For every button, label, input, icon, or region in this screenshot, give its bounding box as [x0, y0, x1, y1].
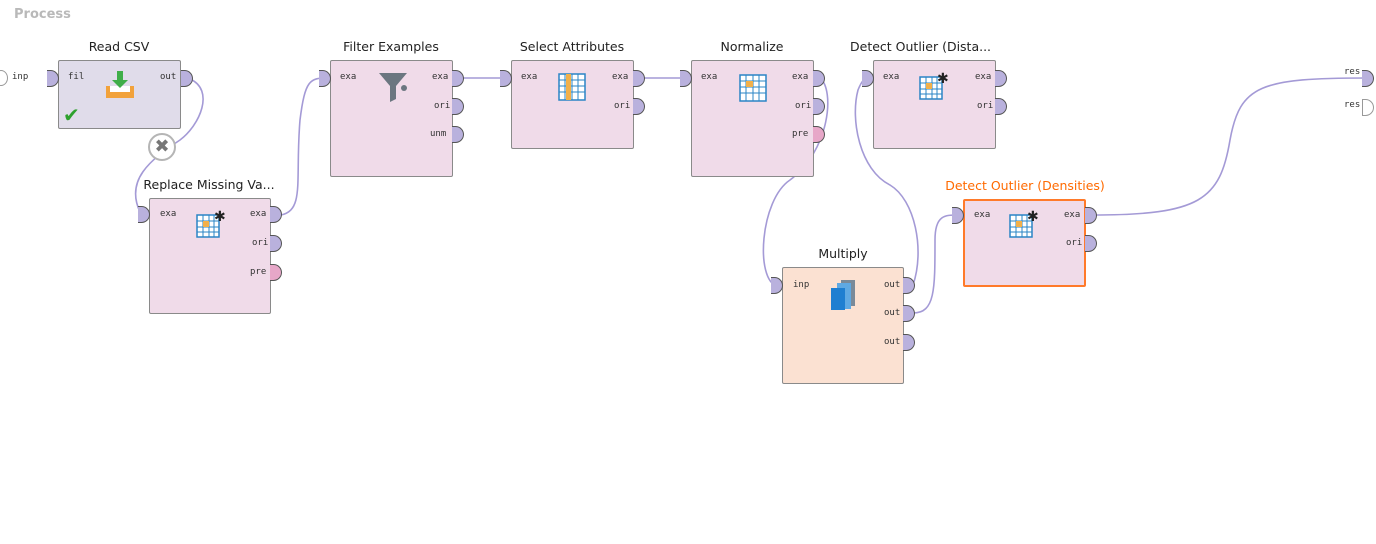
multiply-out-port-2[interactable] [903, 305, 915, 322]
operator-title-normalize: Normalize [720, 39, 784, 54]
multiply-in-port-inp[interactable] [771, 277, 783, 294]
select-attributes-out-label-ori: ori [614, 101, 631, 111]
replace-missing-out-port-ori[interactable] [270, 235, 282, 252]
normalize-out-label-ori: ori [795, 101, 812, 111]
select-attributes-out-label-exa: exa [612, 72, 629, 82]
operator-replace-missing[interactable]: ✱ [149, 198, 271, 314]
wire-normalize-multiply [762, 77, 829, 287]
operator-title-replace-missing: Replace Missing Va... [143, 177, 275, 192]
detect-outlier-densities-out-port-ori[interactable] [1085, 235, 1097, 252]
operator-title-filter-examples: Filter Examples [343, 39, 439, 54]
replace-missing-in-label-exa: exa [160, 209, 177, 219]
normalize-out-label-pre: pre [792, 129, 809, 139]
download-tray-icon [106, 71, 134, 98]
filter-examples-in-port-exa[interactable] [319, 70, 331, 87]
normalize-out-port-exa[interactable] [813, 70, 825, 87]
multiply-out-label-1: out [884, 280, 901, 290]
select-attributes-in-port-exa[interactable] [500, 70, 512, 87]
multiply-out-port-1[interactable] [903, 277, 915, 294]
process-input-label: inp [12, 72, 29, 82]
result-label-2: res [1344, 100, 1361, 110]
detect-outlier-densities-out-label-ori: ori [1066, 238, 1083, 248]
read-csv-in-port-fil[interactable] [47, 70, 59, 87]
operator-title-select-attributes: Select Attributes [519, 39, 625, 54]
operator-multiply[interactable] [782, 267, 904, 384]
detect-outlier-distances-in-port-exa[interactable] [862, 70, 874, 87]
checkmark-icon: ✔ [63, 103, 80, 127]
table-asterisk-icon: ✱ [196, 209, 226, 238]
detect-outlier-densities-in-label-exa: exa [974, 210, 991, 220]
detect-outlier-densities-out-label-exa: exa [1064, 210, 1081, 220]
wire-multiply-outlier-dens [912, 214, 959, 314]
normalize-in-port-exa[interactable] [680, 70, 692, 87]
operator-title-detect-outlier-distances: Detect Outlier (Dista... [850, 39, 992, 54]
replace-missing-out-port-exa[interactable] [270, 206, 282, 223]
filter-examples-out-label-exa: exa [432, 72, 449, 82]
operator-detect-outlier-distances[interactable]: ✱ [873, 60, 996, 149]
read-csv-out-port-out[interactable] [181, 70, 193, 87]
replace-missing-in-port-exa[interactable] [138, 206, 150, 223]
operator-normalize[interactable] [691, 60, 814, 177]
select-attributes-in-label-exa: exa [521, 72, 538, 82]
filter-examples-out-port-ori[interactable] [452, 98, 464, 115]
table-asterisk-icon: ✱ [1009, 209, 1039, 238]
svg-text:✱: ✱ [1027, 209, 1039, 225]
multiply-in-label-inp: inp [793, 280, 810, 290]
error-x-icon[interactable]: ✖ [148, 133, 176, 161]
multiply-out-label-3: out [884, 337, 901, 347]
table-column-icon [558, 73, 586, 101]
svg-text:✱: ✱ [937, 71, 949, 87]
replace-missing-out-label-ori: ori [252, 238, 269, 248]
operator-detect-outlier-densities[interactable]: ✱ [963, 199, 1086, 287]
read-csv-port-label-fil: fil [68, 72, 85, 82]
filter-examples-out-port-exa[interactable] [452, 70, 464, 87]
detect-outlier-distances-out-label-exa: exa [975, 72, 992, 82]
panel-title: Process [14, 7, 71, 22]
result-port-2[interactable] [1362, 99, 1374, 116]
detect-outlier-distances-out-port-exa[interactable] [995, 70, 1007, 87]
result-label-1: res [1344, 67, 1361, 77]
funnel-icon [379, 73, 407, 102]
detect-outlier-densities-in-port-exa[interactable] [952, 207, 964, 224]
replace-missing-out-label-pre: pre [250, 267, 267, 277]
operator-read-csv[interactable]: ✔ [58, 60, 181, 129]
multiply-out-label-2: out [884, 308, 901, 318]
multiply-out-port-3[interactable] [903, 334, 915, 351]
normalize-in-label-exa: exa [701, 72, 718, 82]
wire-replace-filter [280, 77, 328, 216]
filter-examples-in-label-exa: exa [340, 72, 357, 82]
select-attributes-out-port-ori[interactable] [633, 98, 645, 115]
svg-text:✱: ✱ [214, 209, 226, 225]
detect-outlier-distances-out-port-ori[interactable] [995, 98, 1007, 115]
normalize-out-port-ori[interactable] [813, 98, 825, 115]
detect-outlier-distances-out-label-ori: ori [977, 101, 994, 111]
operator-title-multiply: Multiply [818, 246, 868, 261]
detect-outlier-distances-in-label-exa: exa [883, 72, 900, 82]
normalize-out-port-pre[interactable] [813, 126, 825, 143]
operator-title-read-csv: Read CSV [88, 39, 150, 54]
table-asterisk-icon: ✱ [919, 71, 949, 100]
read-csv-port-label-out: out [160, 72, 177, 82]
operator-filter-examples[interactable] [330, 60, 453, 177]
result-port-1[interactable] [1362, 70, 1374, 87]
table-icon [739, 74, 767, 102]
replace-missing-out-label-exa: exa [250, 209, 267, 219]
filter-examples-out-port-unm[interactable] [452, 126, 464, 143]
normalize-out-label-exa: exa [792, 72, 809, 82]
filter-examples-out-label-unm: unm [430, 129, 447, 139]
wire-outlier-dens-result [1092, 77, 1369, 216]
detect-outlier-densities-out-port-exa[interactable] [1085, 207, 1097, 224]
select-attributes-out-port-exa[interactable] [633, 70, 645, 87]
multiply-stack-icon [831, 280, 855, 310]
replace-missing-out-port-pre[interactable] [270, 264, 282, 281]
filter-examples-out-label-ori: ori [434, 101, 451, 111]
wire-readcsv-replace [134, 78, 204, 213]
operator-select-attributes[interactable] [511, 60, 634, 149]
operator-title-detect-outlier-densities: Detect Outlier (Densities) [945, 178, 1105, 193]
